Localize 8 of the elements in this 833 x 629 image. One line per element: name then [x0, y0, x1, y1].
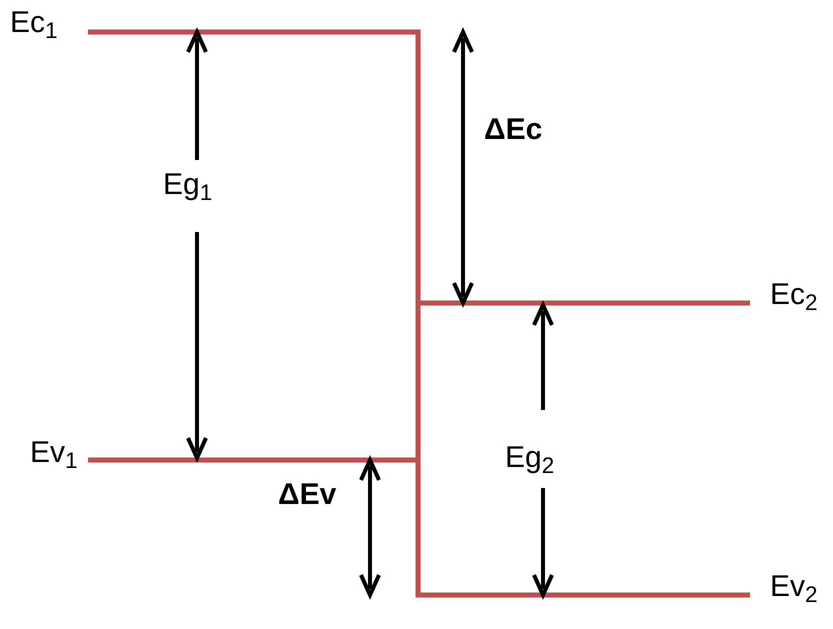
- energy-label: ΔEc: [484, 115, 542, 145]
- energy-label: Ec$_{2}$: [770, 280, 818, 310]
- energy-label: ΔEv: [278, 480, 336, 510]
- energy-label: Eg$_{1}$: [163, 170, 212, 200]
- energy-label: Ec$_{1}$: [10, 8, 58, 38]
- energy-label: Ev$_{2}$: [770, 572, 818, 602]
- energy-label: Ev$_{1}$: [30, 438, 78, 468]
- energy-label: Eg$_{2}$: [505, 443, 554, 473]
